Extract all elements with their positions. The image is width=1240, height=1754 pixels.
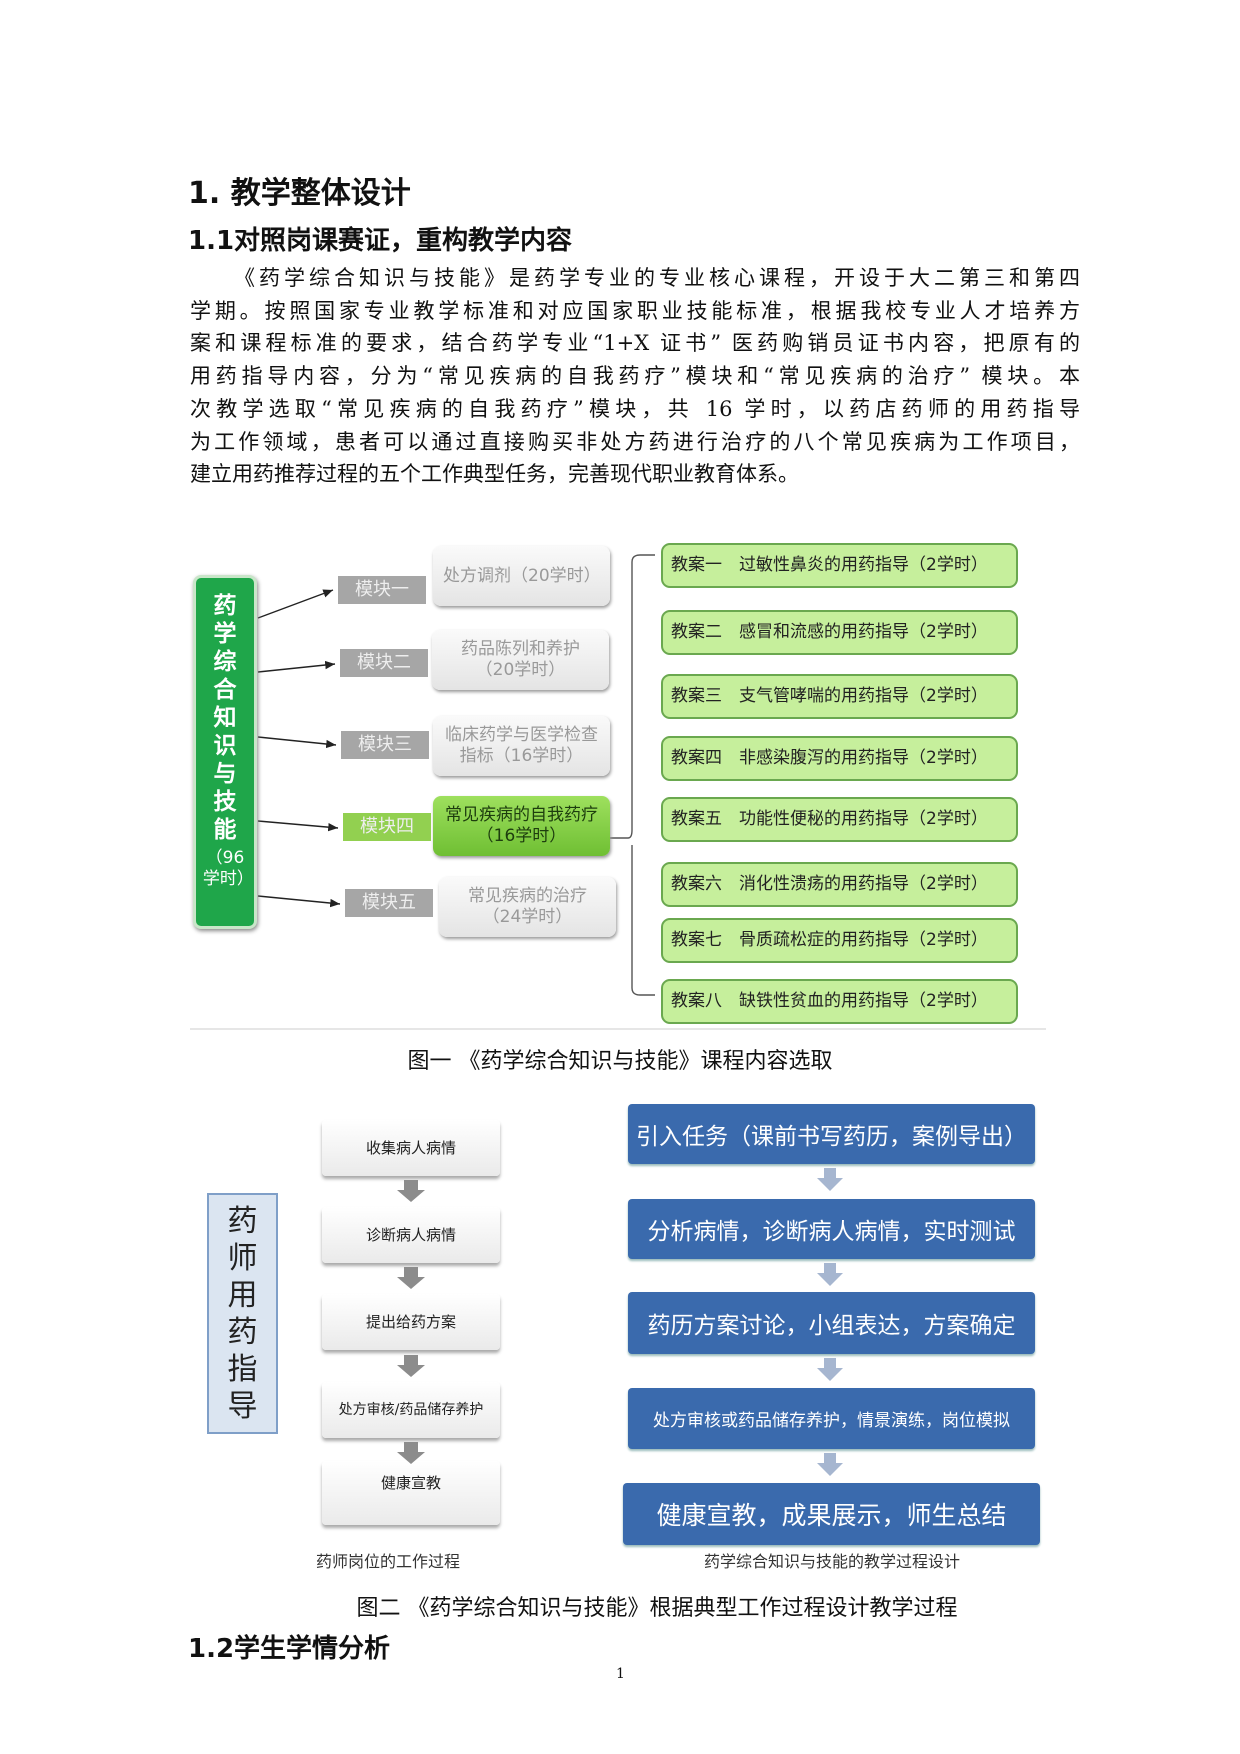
- lesson-plan-item: 教案八 缺铁性贫血的用药指导（2学时）: [661, 979, 1018, 1024]
- pharmacist-guidance-label: 药师用药指导: [207, 1193, 278, 1434]
- label-text: 药师用药指导: [227, 1204, 258, 1424]
- para-line: 《药学综合知识与技能》是药学专业的专业核心课程，开设于大二第三和第四: [234, 266, 1080, 290]
- heading-1: 1. 教学整体设计: [188, 176, 411, 211]
- module-content: 处方调剂（20学时）: [433, 546, 610, 606]
- figure2-arrows: [397, 1168, 843, 1476]
- work-step: 诊断病人病情: [322, 1207, 500, 1263]
- teaching-step: 处方审核或药品储存养护，情景演练，岗位模拟: [628, 1388, 1035, 1449]
- module-label: 模块三: [341, 731, 429, 759]
- page-number: 1: [616, 1666, 625, 1682]
- module-content: 常见疾病的治疗（24学时）: [439, 877, 616, 937]
- lesson-plan-item: 教案三 支气管哮喘的用药指导（2学时）: [661, 674, 1018, 719]
- lesson-plan-item: 教案二 感冒和流感的用药指导（2学时）: [661, 610, 1018, 655]
- module-label: 模块二: [340, 649, 428, 677]
- heading-1-2: 1.2学生学情分析: [188, 1634, 391, 1664]
- module-label: 模块五: [345, 889, 433, 917]
- work-step: 健康宣教: [322, 1461, 500, 1525]
- para-line: 次教学选取“常见疾病的自我药疗”模块，共 16 学时，以药店药师的用药指导: [190, 396, 1080, 421]
- module-label: 模块一: [338, 576, 426, 604]
- para-line: 用药指导内容，分为“常见疾病的自我药疗”模块和“常见疾病的治疗” 模块。本: [190, 364, 1080, 389]
- module-content: 临床药学与医学检查指标（16学时）: [433, 716, 610, 776]
- para-line: 为工作领域，患者可以通过直接购买非处方药进行治疗的八个常见疾病为工作项目，: [190, 429, 1080, 454]
- figure1-caption: 图一 《药学综合知识与技能》课程内容选取: [407, 1049, 833, 1074]
- root-title: 药学综合知识与技能: [213, 593, 237, 843]
- heading-1-1: 1.1对照岗课赛证，重构教学内容: [188, 226, 573, 256]
- para-line: 学期。按照国家专业教学标准和对应国家职业技能标准，根据我校专业人才培养方: [190, 298, 1080, 323]
- para-line: 案和课程标准的要求，结合药学专业“1+X 证书” 医药购销员证书内容，把原有的: [190, 331, 1080, 356]
- teaching-step: 引入任务（课前书写药历，案例导出）: [628, 1104, 1035, 1164]
- module-label-selected: 模块四: [343, 813, 431, 841]
- module-content-selected: 常见疾病的自我药疗（16学时）: [433, 796, 610, 856]
- figure1-connectors: [190, 554, 1046, 1030]
- lesson-plan-item: 教案六 消化性溃疡的用药指导（2学时）: [661, 862, 1018, 907]
- teaching-step: 健康宣教，成果展示，师生总结: [623, 1483, 1040, 1545]
- intro-paragraph: 《药学综合知识与技能》是药学专业的专业核心课程，开设于大二第三和第四 学期。按照…: [190, 262, 1080, 491]
- lesson-plan-item: 教案七 骨质疏松症的用药指导（2学时）: [661, 918, 1018, 963]
- work-step: 收集病人病情: [322, 1120, 500, 1176]
- lesson-plan-item: 教案一 过敏性鼻炎的用药指导（2学时）: [661, 543, 1018, 588]
- teaching-step: 分析病情，诊断病人病情，实时测试: [628, 1199, 1035, 1259]
- lesson-plan-item: 教案五 功能性便秘的用药指导（2学时）: [661, 797, 1018, 842]
- work-process-caption: 药师岗位的工作过程: [315, 1552, 461, 1571]
- root-hours: （96学时）: [202, 848, 254, 889]
- work-step: 处方审核/药品储存养护: [322, 1382, 500, 1438]
- teaching-process-caption: 药学综合知识与技能的教学过程设计: [703, 1552, 961, 1571]
- lesson-plan-item: 教案四 非感染腹泻的用药指导（2学时）: [661, 736, 1018, 781]
- module-content: 药品陈列和养护（20学时）: [432, 630, 609, 690]
- figure2-caption: 图二 《药学综合知识与技能》根据典型工作过程设计教学过程: [356, 1596, 958, 1621]
- work-step: 提出给药方案: [322, 1294, 500, 1350]
- para-line: 建立用药推荐过程的五个工作典型任务，完善现代职业教育体系。: [190, 462, 799, 487]
- course-root-box: 药学综合知识与技能 （96学时）: [193, 575, 257, 929]
- down-arrow-icons: [397, 1180, 425, 1464]
- teaching-step: 药历方案讨论，小组表达，方案确定: [628, 1292, 1035, 1354]
